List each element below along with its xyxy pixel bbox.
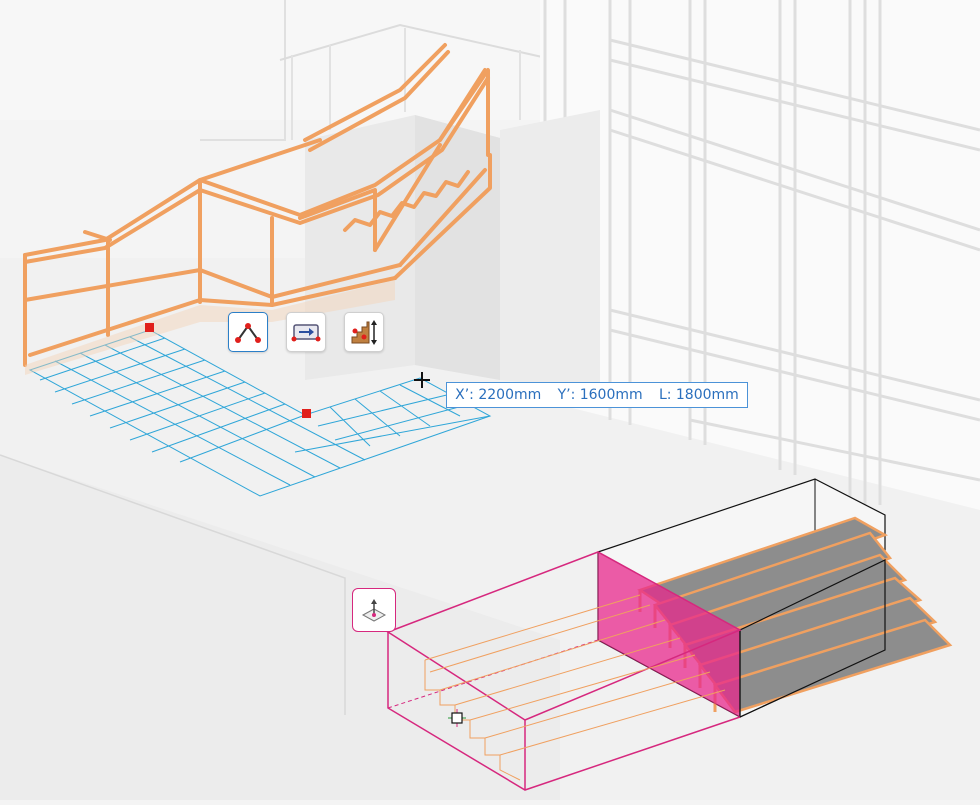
coordinate-length: L: 1800mm: [658, 387, 739, 403]
polyline-path-button[interactable]: [228, 312, 268, 352]
move-arrow-icon: [291, 324, 321, 342]
stair-height-icon: [351, 320, 377, 345]
concrete-core-side: [415, 115, 500, 380]
plane-origin-icon: [361, 599, 387, 622]
guardrail-top: [279, 23, 601, 71]
coordinate-readout: X’: 2200mm Y’: 1600mm L: 1800mm: [446, 382, 748, 408]
upper-structure: [0, 0, 600, 120]
wall-panel: [500, 110, 600, 390]
plane-origin-button[interactable]: [352, 588, 396, 632]
grip-point-corner[interactable]: [302, 409, 311, 418]
coordinate-y: Y’: 1600mm: [557, 387, 643, 403]
crosshair-cursor: [414, 372, 430, 388]
stair-shadow: [25, 280, 395, 375]
move-arrow-button[interactable]: [286, 312, 326, 352]
polyline-path-icon: [235, 323, 261, 343]
slab-edge-line: [0, 454, 346, 715]
new-stair-block[interactable]: [597, 478, 953, 718]
grip-point-start[interactable]: [145, 323, 154, 332]
selected-stair-railing[interactable]: [23, 43, 492, 367]
stair-height-button[interactable]: [344, 312, 384, 352]
upper-structure-edge: [200, 0, 286, 141]
coordinate-x: X’: 2200mm: [455, 387, 542, 403]
origin-snap-marker: [448, 709, 466, 727]
placement-preview-box[interactable]: [386, 551, 742, 791]
slab-edge: [0, 455, 560, 800]
